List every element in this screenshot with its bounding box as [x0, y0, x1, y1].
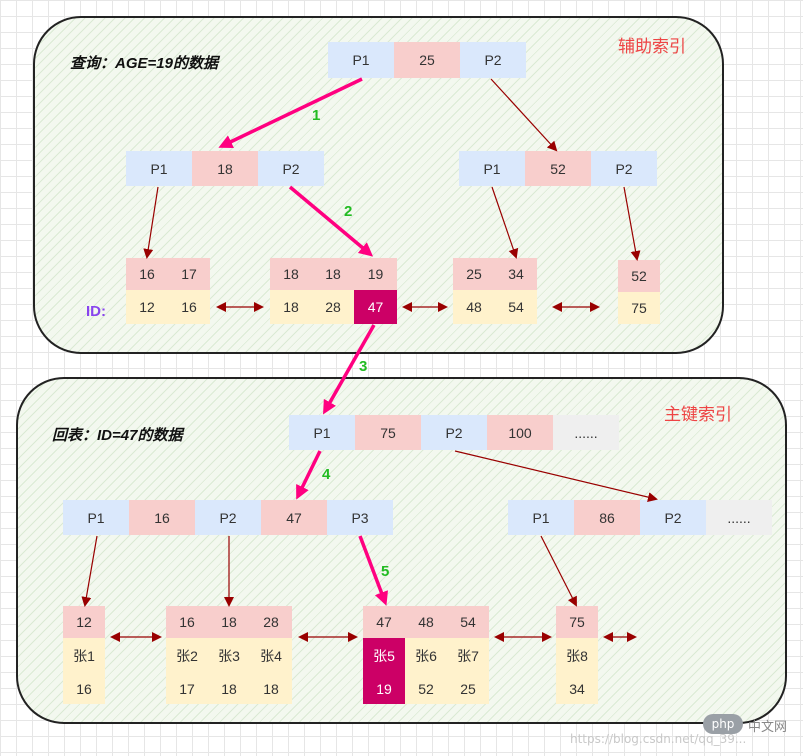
sec-root-p1: P1 — [328, 42, 394, 78]
id-label: ID: — [86, 303, 106, 320]
sec-root-p2: P2 — [460, 42, 526, 78]
pri-l1-left-p2: P2 — [195, 500, 261, 535]
sec-root-key: 25 — [394, 42, 460, 78]
step-label-2: 2 — [344, 203, 353, 220]
sec-l1-left-p2: P2 — [258, 151, 324, 186]
arrow-sec-l1right-to-leaf4 — [623, 186, 641, 261]
pri-l1-left-p1: P1 — [63, 500, 129, 535]
step-label-5: 5 — [381, 563, 390, 580]
path-arrow-4 — [296, 450, 322, 500]
path-arrow-3 — [323, 324, 376, 415]
pri-l1-right-p1: P1 — [508, 500, 574, 535]
secondary-query-title: 查询：AGE=19的数据 — [70, 55, 218, 72]
secondary-index-label: 辅助索引 — [618, 37, 686, 57]
sec-leaf1-id2: 16 — [168, 290, 210, 324]
sec-l1-right-p1: P1 — [459, 151, 525, 186]
step-label-3: 3 — [359, 358, 368, 375]
sec-leaf2-key2: 18 — [312, 258, 354, 290]
pri-leaf3-age1-highlight: 19 — [363, 674, 405, 704]
sec-leaf1-id1: 12 — [126, 290, 168, 324]
pri-leaf1-name: 张1 — [63, 638, 105, 674]
sec-leaf2-id1: 18 — [270, 290, 312, 324]
sec-leaf3-key1: 25 — [453, 258, 495, 290]
pri-leaf2-name1: 张2 — [166, 638, 208, 674]
pri-leaf2-key1: 16 — [166, 606, 208, 638]
arrow-pri-root-to-right — [454, 450, 658, 503]
pri-leaf4-name: 张8 — [556, 638, 598, 674]
arrow-sec-root-to-right — [490, 78, 558, 152]
path-arrow-1 — [218, 77, 363, 148]
pri-leaf3-age2: 52 — [405, 674, 447, 704]
arrow-sec-l1left-to-leaf1 — [143, 186, 159, 259]
pri-l1-right-more: ...... — [706, 500, 772, 535]
sec-leaf2-key3: 19 — [354, 258, 397, 290]
arrow-pri-l1right-to-leaf4 — [540, 535, 577, 607]
arrow-pri-l1left-p1-to-leaf1 — [81, 535, 98, 607]
watermark-url: https://blog.csdn.net/qq_39... — [570, 732, 747, 746]
sec-leaf4-key1: 52 — [618, 260, 660, 292]
step-label-1: 1 — [312, 107, 321, 124]
sec-leaf4-id1: 75 — [618, 292, 660, 324]
pri-l1-right-key: 86 — [574, 500, 640, 535]
sec-leaf1-key1: 16 — [126, 258, 168, 290]
path-arrow-2 — [288, 185, 374, 257]
sec-leaf3-id2: 54 — [495, 290, 537, 324]
pri-l1-left-key1: 16 — [129, 500, 195, 535]
path-arrow-5 — [358, 535, 389, 606]
pri-root-key1: 75 — [355, 415, 421, 450]
step-label-4: 4 — [322, 466, 331, 483]
pri-leaf2-age3: 18 — [250, 674, 292, 704]
pri-leaf3-name1-highlight: 张5 — [363, 638, 405, 674]
primary-query-title: 回表：ID=47的数据 — [52, 427, 183, 444]
pri-leaf2-age1: 17 — [166, 674, 208, 704]
pri-leaf4-key: 75 — [556, 606, 598, 638]
primary-index-label: 主键索引 — [664, 405, 732, 425]
pri-root-key2: 100 — [487, 415, 553, 450]
sec-l1-right-p2: P2 — [591, 151, 657, 186]
pri-leaf2-name3: 张4 — [250, 638, 292, 674]
pri-root-p1: P1 — [289, 415, 355, 450]
pri-root-more: ...... — [553, 415, 619, 450]
sec-leaf2-id3-highlight: 47 — [354, 290, 397, 324]
pri-l1-left-p3: P3 — [327, 500, 393, 535]
pri-leaf3-name2: 张6 — [405, 638, 447, 674]
pri-leaf3-key3: 54 — [447, 606, 489, 638]
pri-leaf2-name2: 张3 — [208, 638, 250, 674]
pri-leaf2-key2: 18 — [208, 606, 250, 638]
watermark-logo: php — [703, 714, 743, 734]
pri-root-p2: P2 — [421, 415, 487, 450]
pri-leaf3-key1: 47 — [363, 606, 405, 638]
sec-leaf3-id1: 48 — [453, 290, 495, 324]
pri-l1-left-key2: 47 — [261, 500, 327, 535]
pri-leaf2-key3: 28 — [250, 606, 292, 638]
pri-l1-right-p2: P2 — [640, 500, 706, 535]
pri-leaf1-key: 12 — [63, 606, 105, 638]
pri-leaf2-age2: 18 — [208, 674, 250, 704]
sec-leaf1-key2: 17 — [168, 258, 210, 290]
pri-leaf4-age: 34 — [556, 674, 598, 704]
sec-leaf2-id2: 28 — [312, 290, 354, 324]
watermark-site: 中文网 — [748, 720, 788, 735]
sec-l1-right-key: 52 — [525, 151, 591, 186]
pri-leaf1-age: 16 — [63, 674, 105, 704]
sec-leaf3-key2: 34 — [495, 258, 537, 290]
primary-index-panel — [16, 377, 787, 724]
pri-leaf3-age3: 25 — [447, 674, 489, 704]
pri-leaf3-name3: 张7 — [447, 638, 489, 674]
pri-leaf3-key2: 48 — [405, 606, 447, 638]
sec-l1-left-key: 18 — [192, 151, 258, 186]
arrow-sec-l1right-to-leaf3 — [491, 186, 519, 259]
sec-l1-left-p1: P1 — [126, 151, 192, 186]
sec-leaf2-key1: 18 — [270, 258, 312, 290]
